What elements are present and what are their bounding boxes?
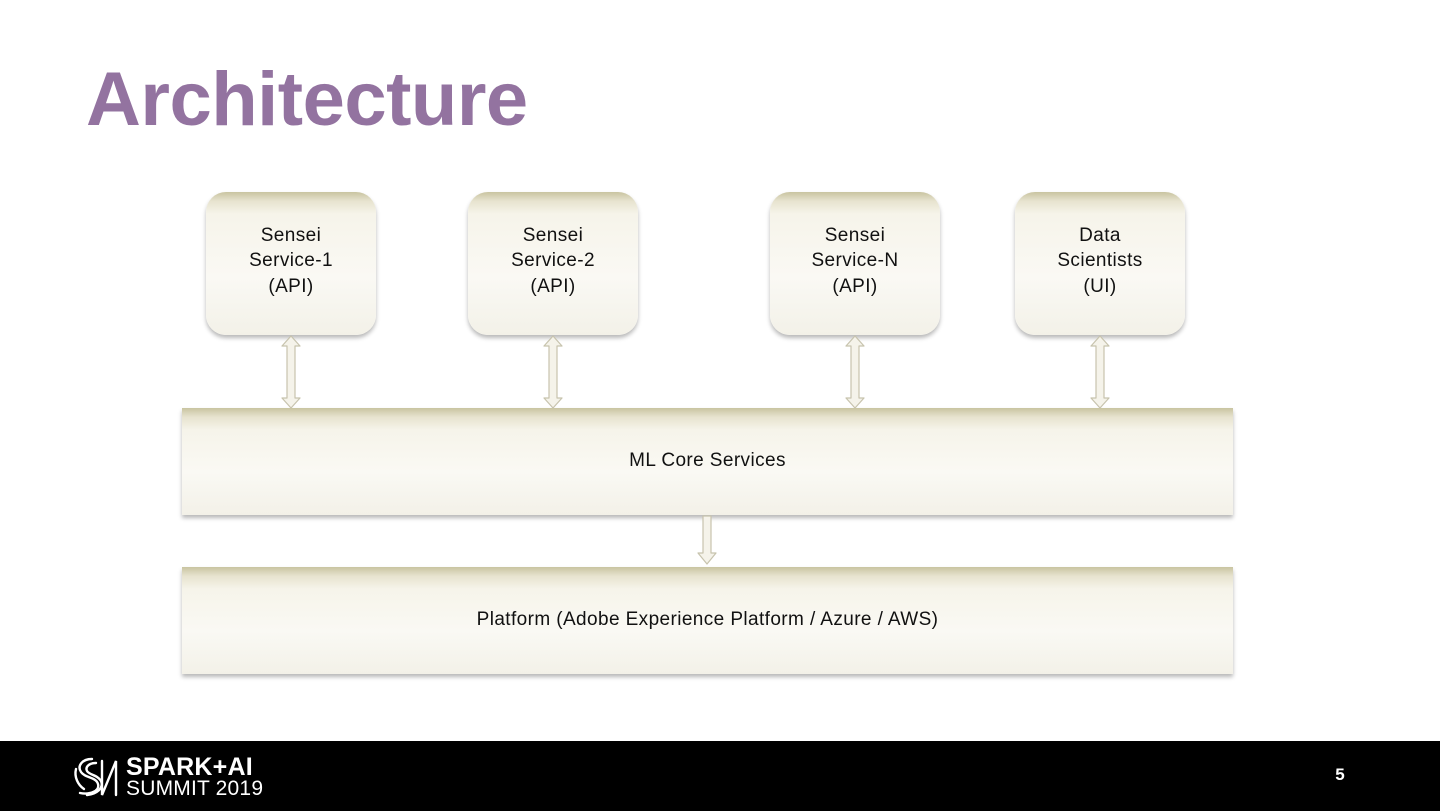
connector-arrows	[281, 335, 1110, 565]
logo-line-2: SUMMIT 2019	[126, 776, 264, 800]
footer-bar: SPARK+AI SUMMIT 2019 5	[0, 741, 1440, 811]
sensei-service-n-label: Sensei Service-N (API)	[811, 224, 899, 297]
data-scientists-label: Data Scientists (UI)	[1057, 224, 1143, 297]
sensei-service-1-label: Sensei Service-1 (API)	[249, 224, 333, 297]
spark-ai-logo-icon	[74, 757, 118, 797]
arrow-service-2-core	[543, 335, 563, 409]
platform-box: Platform (Adobe Experience Platform / Az…	[182, 567, 1233, 674]
data-scientists-box: Data Scientists (UI)	[1015, 192, 1185, 335]
arrow-data-scientists-core	[1090, 335, 1110, 409]
spark-ai-summit-logo: SPARK+AI SUMMIT 2019	[72, 752, 264, 800]
logo-line-1: SPARK+AI	[126, 752, 253, 781]
sensei-service-2-box: Sensei Service-2 (API)	[468, 192, 638, 335]
sensei-service-n-box: Sensei Service-N (API)	[770, 192, 940, 335]
sensei-service-2-label: Sensei Service-2 (API)	[511, 224, 595, 297]
page-number: 5	[1335, 765, 1345, 784]
arrow-core-platform	[697, 515, 717, 565]
ml-core-services-label: ML Core Services	[629, 449, 786, 471]
slide-title: Architecture	[86, 57, 528, 142]
ml-core-services-box: ML Core Services	[182, 408, 1233, 515]
arrow-service-n-core	[845, 335, 865, 409]
arrow-service-1-core	[281, 335, 301, 409]
sensei-service-1-box: Sensei Service-1 (API)	[206, 192, 376, 335]
platform-label: Platform (Adobe Experience Platform / Az…	[476, 608, 939, 630]
